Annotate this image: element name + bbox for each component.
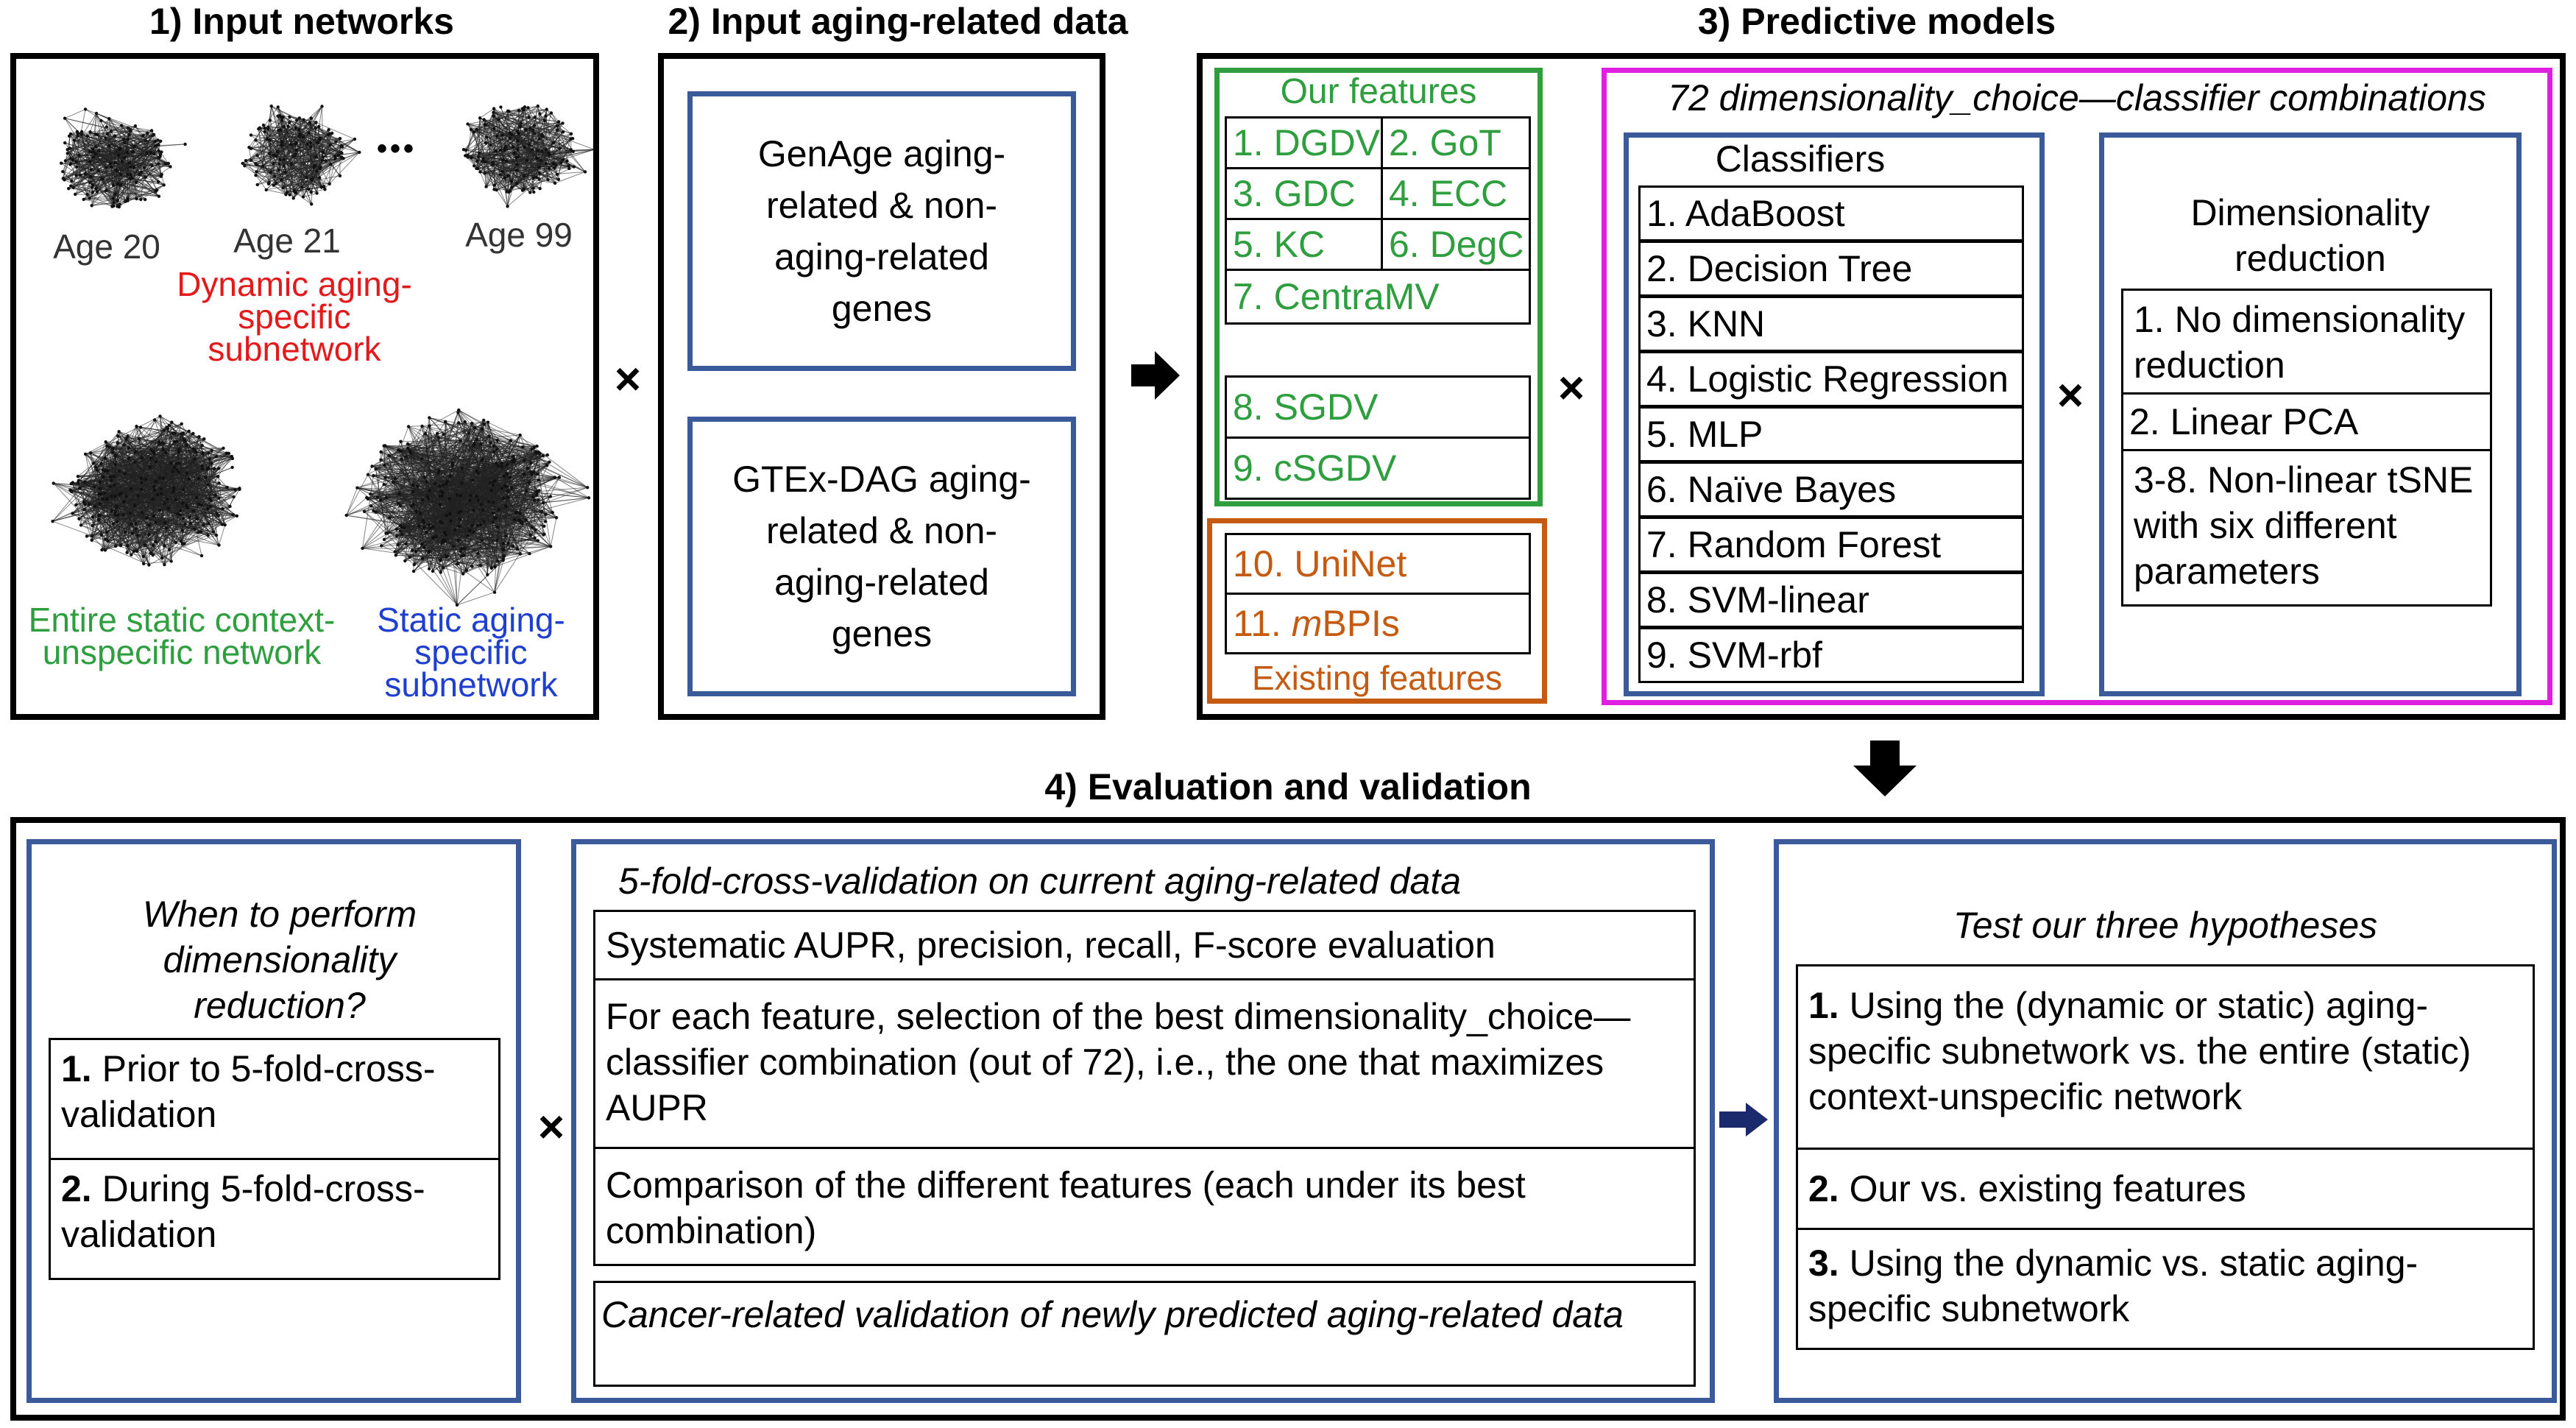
dimred-title: Dimensionality reduction — [2190, 192, 2430, 279]
cv-box — [571, 839, 1715, 1403]
arrow-down-icon — [1853, 740, 1917, 796]
network-illustrations — [51, 104, 596, 607]
existing-features-box — [1207, 518, 1547, 704]
feature-got: 2. GoT — [1381, 116, 1531, 169]
classifier-item: 9. SVM-rbf — [1638, 627, 2024, 683]
classifier-item: 2. Decision Tree — [1638, 241, 2024, 297]
combinations-box — [1602, 68, 2552, 705]
hypothesis-3-text: Using the dynamic vs. static aging-speci… — [1808, 1243, 2418, 1329]
feature-ecc: 4. ECC — [1381, 167, 1531, 220]
network-age-21 — [241, 105, 361, 206]
network-age-20 — [60, 107, 187, 209]
our-features-title: Our features — [1280, 71, 1477, 111]
feature-kc: 5. KC — [1225, 218, 1383, 271]
feature-mbpis-m: m — [1291, 603, 1323, 644]
feature-dgdv: 1. DGDV — [1225, 116, 1383, 169]
our-features-box — [1214, 68, 1543, 506]
when-item-2-text: During 5-fold-cross-validation — [61, 1168, 425, 1255]
classifiers-box — [1624, 132, 2045, 696]
header-evaluation: 4) Evaluation and validation — [1044, 766, 1532, 807]
label-age-99: Age 99 — [465, 216, 573, 254]
times-symbol-2: × — [1557, 362, 1585, 414]
classifier-item: 4. Logistic Regression — [1638, 351, 2024, 407]
hypothesis-1-text: Using the (dynamic or static) aging-spec… — [1808, 985, 2471, 1117]
when-box — [26, 839, 521, 1403]
classifiers-title: Classifiers — [1715, 138, 1886, 180]
header-input-networks: 1) Input networks — [149, 1, 454, 42]
feature-uninet: 10. UniNet — [1225, 533, 1531, 595]
classifier-item: 7. Random Forest — [1638, 517, 2024, 573]
feature-sgdv: 8. SGDV — [1225, 375, 1531, 439]
label-dynamic-subnetwork: Dynamic aging-specific subnetwork — [177, 265, 412, 368]
panel-input-networks — [10, 53, 599, 720]
data-source-genage: GenAge aging-related & non-aging-related… — [687, 91, 1076, 371]
times-symbol-4: × — [537, 1101, 565, 1153]
label-age-21: Age 21 — [233, 222, 341, 260]
network-age-99 — [461, 104, 596, 208]
classifier-item: 3. KNN — [1638, 296, 2024, 352]
hypothesis-2: 2. Our vs. existing features — [1796, 1148, 2535, 1230]
times-symbol-1: × — [614, 353, 642, 405]
classifier-item: 6. Naïve Bayes — [1638, 462, 2024, 517]
cv-title: 5-fold-cross-validation on current aging… — [618, 860, 1462, 902]
when-item-2-num: 2. — [61, 1168, 92, 1209]
ellipsis: ••• — [377, 132, 417, 165]
times-symbol-3: × — [2056, 370, 2084, 421]
when-title: When to perform dimensionality reduction… — [142, 894, 417, 1026]
when-item-1: 1. Prior to 5-fold-cross-validation — [49, 1038, 500, 1160]
panel-predictive-models — [1197, 53, 2566, 720]
network-static-aging — [344, 408, 591, 607]
feature-csgdv: 9. cSGDV — [1225, 436, 1531, 500]
dimred-box — [2099, 132, 2522, 696]
arrow-right-icon — [1131, 351, 1180, 400]
header-predictive-models: 3) Predictive models — [1697, 1, 2056, 42]
hypothesis-2-text: Our vs. existing features — [1849, 1168, 2246, 1209]
data-source-genage-text: GenAge aging-related & non-aging-related… — [757, 133, 1006, 329]
hypothesis-1: 1. Using the (dynamic or static) aging-s… — [1796, 964, 2535, 1150]
feature-degc: 6. DegC — [1381, 218, 1531, 271]
hypothesis-2-num: 2. — [1808, 1168, 1839, 1209]
data-source-gtex-dag-text: GTEx-DAG aging-related & non-aging-relat… — [732, 459, 1031, 654]
header-input-data: 2) Input aging-related data — [668, 1, 1128, 42]
classifier-item: 8. SVM-linear — [1638, 572, 2024, 628]
hypotheses-box — [1774, 839, 2557, 1403]
existing-features-title: Existing features — [1251, 659, 1503, 697]
hypothesis-1-num: 1. — [1808, 985, 1839, 1026]
label-entire-static-network: Entire static context-unspecific network — [28, 601, 336, 671]
feature-mbpis-rest: BPIs — [1322, 603, 1400, 644]
network-entire-static — [51, 414, 241, 567]
when-item-1-text: Prior to 5-fold-cross-validation — [61, 1048, 436, 1135]
label-age-20: Age 20 — [53, 227, 160, 266]
panel-evaluation — [10, 817, 2566, 1421]
cv-item-1: Systematic AUPR, precision, recall, F-sc… — [593, 910, 1696, 980]
dimred-item-3: 3-8. Non-linear tSNE with six different … — [2121, 449, 2492, 607]
dimred-item-1: 1. No dimensionality reduction — [2121, 289, 2492, 395]
arrow-right-icon-2 — [1719, 1103, 1768, 1137]
feature-gdc: 3. GDC — [1225, 167, 1383, 220]
cv-cancer-validation: Cancer-related validation of newly predi… — [593, 1281, 1696, 1387]
dimred-item-2: 2. Linear PCA — [2121, 392, 2492, 451]
cv-item-3: Comparison of the different features (ea… — [593, 1147, 1696, 1266]
feature-centramv: 7. CentraMV — [1225, 269, 1531, 325]
panel-input-data — [658, 53, 1105, 720]
feature-mbpis-prefix: 11. — [1233, 603, 1292, 644]
hypotheses-title: Test our three hypotheses — [1953, 905, 2378, 946]
hypothesis-3: 3. Using the dynamic vs. static aging-sp… — [1796, 1228, 2535, 1350]
classifier-item: 1. AdaBoost — [1638, 185, 2024, 241]
when-item-1-num: 1. — [61, 1048, 92, 1089]
combinations-title: 72 dimensionality_choice—classifier comb… — [1668, 77, 2486, 119]
label-static-aging-subnetwork: Static aging-specific subnetwork — [377, 601, 565, 704]
data-source-gtex-dag: GTEx-DAG aging-related & non-aging-relat… — [687, 417, 1076, 696]
cv-item-2: For each feature, selection of the best … — [593, 978, 1696, 1149]
hypothesis-3-num: 3. — [1808, 1243, 1839, 1284]
when-item-2: 2. During 5-fold-cross-validation — [49, 1158, 500, 1280]
classifier-item: 5. MLP — [1638, 406, 2024, 462]
